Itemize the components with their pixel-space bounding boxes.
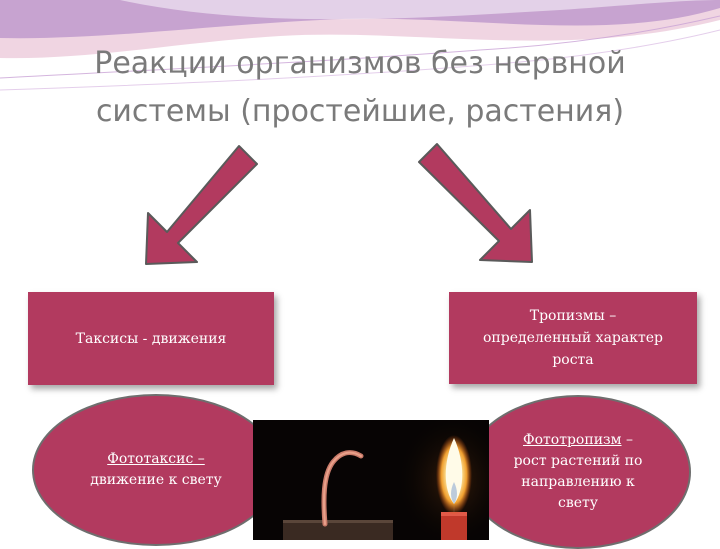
phototropism-line-4: свету	[558, 495, 598, 511]
phototropism-line-3: направлению к	[521, 474, 635, 490]
right-arrow-icon	[418, 143, 533, 263]
phototropism-dash: –	[621, 432, 633, 448]
taxis-box: Таксисы - движения	[28, 292, 274, 385]
title-line-1: Реакции организмов без нервной	[94, 46, 626, 81]
phototaxis-term: Фототаксис –	[107, 451, 205, 467]
tropism-line-3: роста	[552, 352, 594, 368]
phototaxis-definition: движение к свету	[90, 472, 222, 488]
tropism-line-2: определенный характер	[483, 330, 663, 346]
phototropism-ellipse: Фототропизм – рост растений по направлен…	[465, 395, 691, 549]
plant-candle-photo	[253, 420, 489, 540]
taxis-text: Таксисы - движения	[75, 330, 227, 347]
phototropism-term: Фототропизм	[523, 432, 622, 448]
slide-title: Реакции организмов без нервной системы (…	[0, 40, 720, 136]
tropism-line-1: Тропизмы –	[529, 308, 617, 324]
arrows	[145, 143, 533, 265]
tropism-box: Тропизмы – определенный характер роста	[449, 292, 697, 384]
phototaxis-ellipse: Фототаксис – движение к свету	[32, 394, 280, 546]
title-line-2: системы (простейшие, растения)	[95, 94, 625, 129]
header-decoration	[0, 0, 720, 91]
phototropism-line-2: рост растений по	[513, 453, 643, 469]
left-arrow-icon	[145, 145, 258, 265]
